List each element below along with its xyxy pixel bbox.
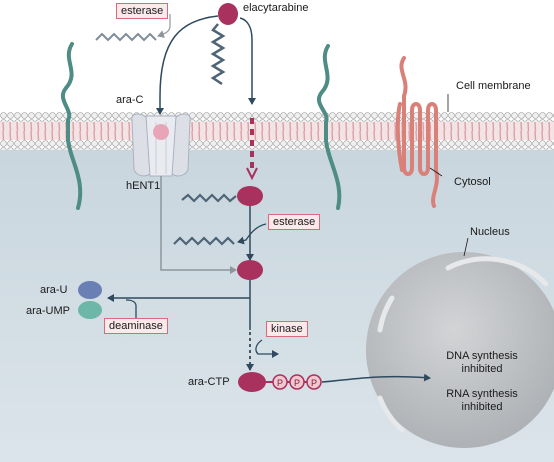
chain-intracellular — [181, 193, 237, 203]
nucleus-leader — [463, 237, 469, 257]
phosphate-label-3: P — [310, 378, 317, 388]
esterase-label-cytosol: esterase — [268, 214, 321, 230]
ara-u-label: ara-U — [40, 284, 68, 296]
phosphate-1 — [272, 374, 288, 390]
phosphate-label-1: P — [276, 378, 283, 388]
ara-ump-label: ara-UMP — [26, 305, 71, 317]
cell-membrane-label: Cell membrane — [456, 80, 531, 92]
hent1-label: hENT1 — [126, 180, 161, 192]
elaidic-acid-chain — [210, 23, 226, 86]
nucleus-label: Nucleus — [470, 226, 510, 238]
arrow-passive-entry — [239, 17, 256, 105]
membrane-protein-middle — [316, 44, 342, 210]
cell-membrane — [0, 112, 554, 150]
ara-ctp-to-nucleus-arrow — [321, 373, 431, 383]
kinase-label: kinase — [266, 321, 308, 337]
elacytarabine-intracellular — [237, 186, 263, 206]
deaminase-hook — [125, 299, 137, 318]
ara-c-intracellular — [237, 260, 263, 280]
elacytarabine-label: elacytarabine — [243, 2, 309, 14]
elacytarabine-molecule — [218, 3, 238, 25]
nucleus — [366, 252, 554, 448]
extracellular-space — [0, 0, 554, 112]
rna-synthesis-label: RNA synthesis inhibited — [446, 388, 518, 413]
ara-c-molecule-in-transporter — [153, 124, 169, 140]
esterase-release-arrow — [237, 223, 267, 245]
kinase-hook — [255, 339, 279, 358]
phosphate-2 — [289, 374, 305, 390]
cytosol-label: Cytosol — [454, 176, 491, 188]
released-fatty-acid — [173, 236, 235, 246]
ara-c-label: ara-C — [116, 94, 144, 106]
ara-ump-molecule — [78, 301, 102, 319]
ara-ctp-label: ara-CTP — [188, 376, 230, 388]
transporter-to-ara-c-arrow — [160, 176, 237, 274]
phosphate-3 — [306, 374, 322, 390]
dna-synthesis-label: DNA synthesis inhibited — [446, 350, 518, 375]
esterase-label-top: esterase — [116, 3, 169, 19]
membrane-protein-left — [60, 42, 83, 210]
membrane-receptor — [395, 56, 439, 208]
fatty-acid-extracellular — [95, 32, 157, 42]
ara-u-molecule — [78, 281, 102, 299]
arrow-to-ara-c — [156, 15, 219, 115]
deaminase-label: deaminase — [104, 318, 168, 334]
hent1-transporter — [131, 113, 191, 177]
esterase-release-arrow-top — [157, 14, 171, 38]
phosphate-label-2: P — [293, 378, 300, 388]
ara-ctp-molecule — [238, 372, 266, 392]
cytosol-leader — [429, 167, 443, 177]
